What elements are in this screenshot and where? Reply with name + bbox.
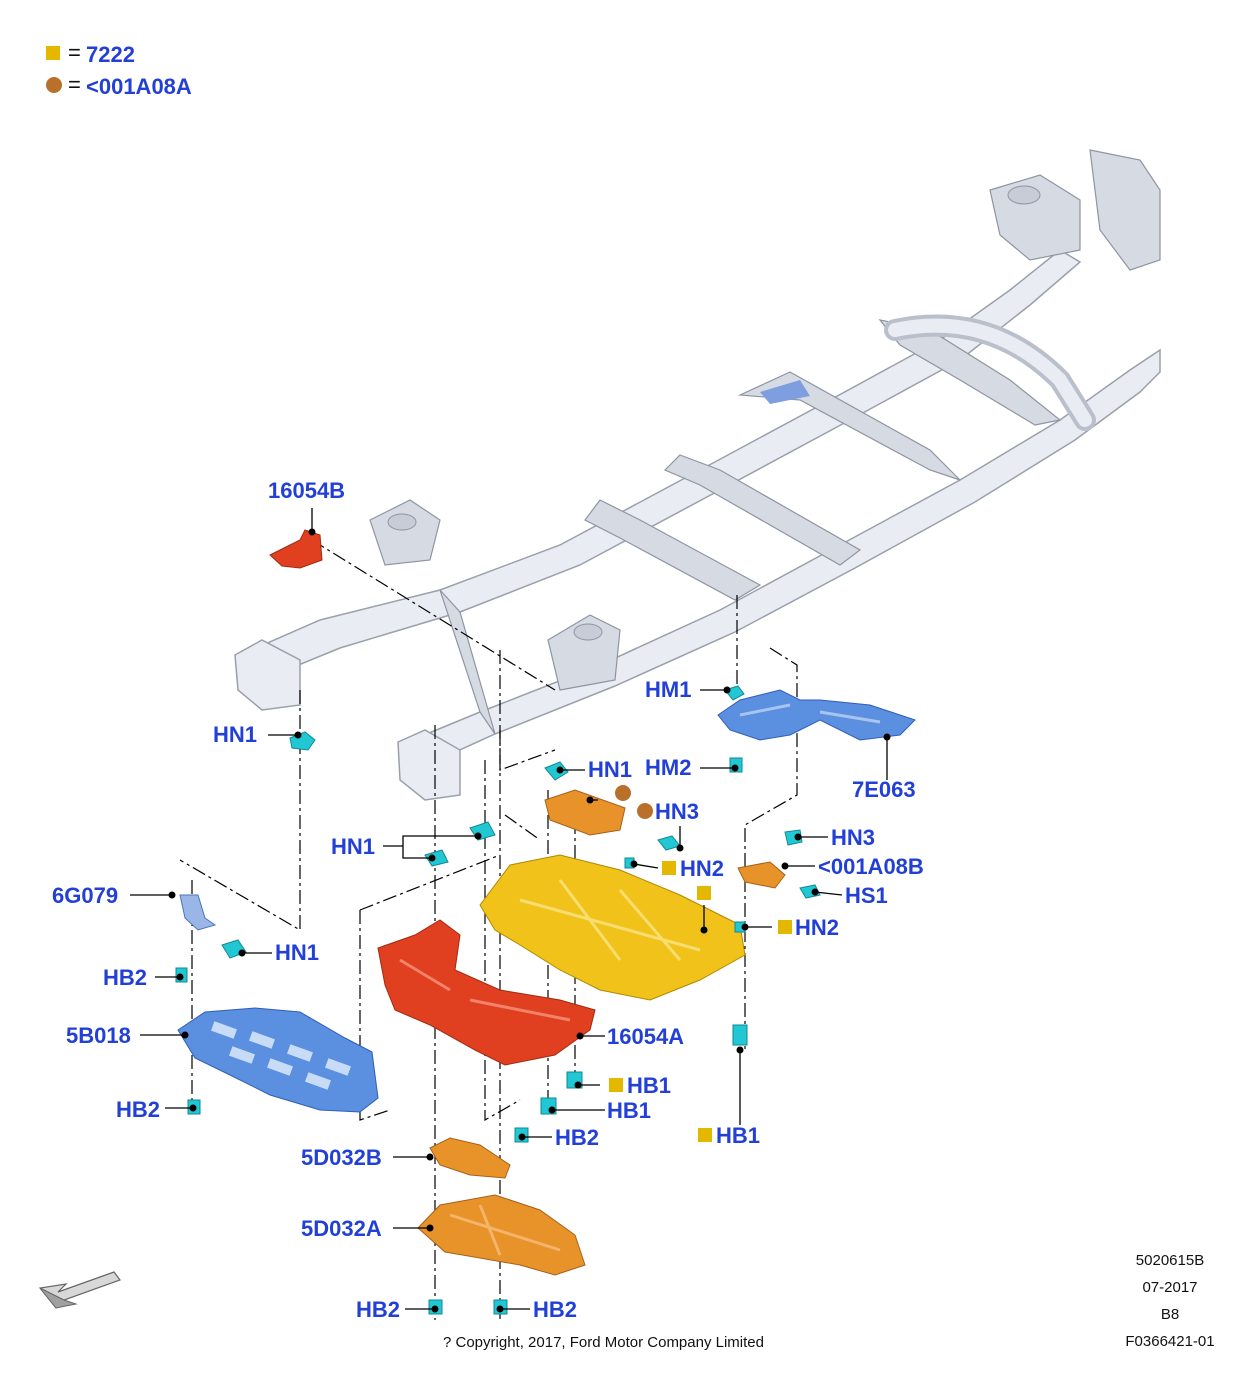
- ref-date: 07-2017: [1142, 1279, 1197, 1296]
- label-5D032B: 5D032B: [301, 1145, 382, 1170]
- label-hn3-b: HN3: [831, 825, 875, 850]
- label-5D032A: 5D032A: [301, 1216, 382, 1241]
- label-hm1: HM1: [645, 677, 691, 702]
- marker-square-hb1-a: [609, 1078, 623, 1092]
- nut-hn1-c2: [424, 849, 449, 867]
- label-5B018: 5B018: [66, 1023, 131, 1048]
- shield-7E063: [717, 689, 916, 741]
- label-hs1: HS1: [845, 883, 888, 908]
- direction-arrow-icon: [38, 1271, 121, 1309]
- label-hn1-d: HN1: [275, 940, 319, 965]
- marker-square-hb1-c: [698, 1128, 712, 1142]
- marker-circle-1: [615, 785, 631, 801]
- bracket-6G079: [179, 894, 217, 931]
- label-hm2: HM2: [645, 755, 691, 780]
- marker-circle-2: [637, 803, 653, 819]
- copyright-text: ? Copyright, 2017, Ford Motor Company Li…: [443, 1334, 764, 1351]
- label-hb2-a: HB2: [103, 965, 147, 990]
- label-hb2-c: HB2: [555, 1125, 599, 1150]
- legend: = 7222 = <001A08A: [46, 40, 192, 99]
- leader-lines: [130, 508, 891, 1313]
- nut-hn2-b: [734, 921, 746, 933]
- marker-square-hn2-b: [778, 920, 792, 934]
- label-hn2-b: HN2: [795, 915, 839, 940]
- skid-plate-5B018: [177, 1007, 379, 1113]
- legend-label-square: 7222: [86, 42, 135, 67]
- ref-figure-number: F0366421-01: [1125, 1333, 1214, 1350]
- bolt-hb1-c: [732, 1024, 748, 1046]
- label-7E063: 7E063: [852, 777, 916, 802]
- vehicle-frame: [234, 149, 1161, 801]
- ref-code: B8: [1161, 1306, 1179, 1323]
- label-16054A: 16054A: [607, 1024, 684, 1049]
- marker-square-hn2-a: [662, 861, 676, 875]
- label-hn1-c: HN1: [331, 834, 375, 859]
- part-labels: 16054B HN1 HM1 HM2 7E063 HN1 HN3 HN1 HN3…: [52, 478, 924, 1322]
- bracket-16054B: [269, 529, 323, 569]
- legend-square-icon: [46, 46, 60, 60]
- label-6G079: 6G079: [52, 883, 118, 908]
- label-hb2-b: HB2: [116, 1097, 160, 1122]
- marker-square-yellow: [697, 886, 711, 900]
- label-hb1-b: HB1: [607, 1098, 651, 1123]
- nut-hn1-c1: [469, 821, 496, 841]
- label-16054B: 16054B: [268, 478, 345, 503]
- label-hn1-a: HN1: [213, 722, 257, 747]
- skid-plate-16054A: [377, 919, 596, 1066]
- nut-hn1-b: [544, 761, 569, 781]
- bracket-001A08B: [737, 861, 786, 889]
- label-hb2-e: HB2: [533, 1297, 577, 1322]
- label-hb1-a: HB1: [627, 1073, 671, 1098]
- svg-text:=: =: [68, 72, 81, 97]
- skid-plate-yellow: [479, 854, 746, 1001]
- svg-text:=: =: [68, 40, 81, 65]
- label-hb1-c: HB1: [716, 1123, 760, 1148]
- legend-label-circle: <001A08A: [86, 74, 192, 99]
- label-hb2-d: HB2: [356, 1297, 400, 1322]
- label-hn3-a: HN3: [655, 799, 699, 824]
- shield-5D032B: [429, 1137, 511, 1179]
- markers: [609, 785, 792, 1142]
- shield-5D032A: [417, 1194, 586, 1276]
- bracket-small-orange: [544, 789, 626, 836]
- legend-circle-icon: [46, 77, 62, 93]
- ref-illustration-number: 5020615B: [1136, 1252, 1204, 1269]
- label-hn1-b: HN1: [588, 757, 632, 782]
- label-hn2-a: HN2: [680, 856, 724, 881]
- label-001A08B: <001A08B: [818, 854, 924, 879]
